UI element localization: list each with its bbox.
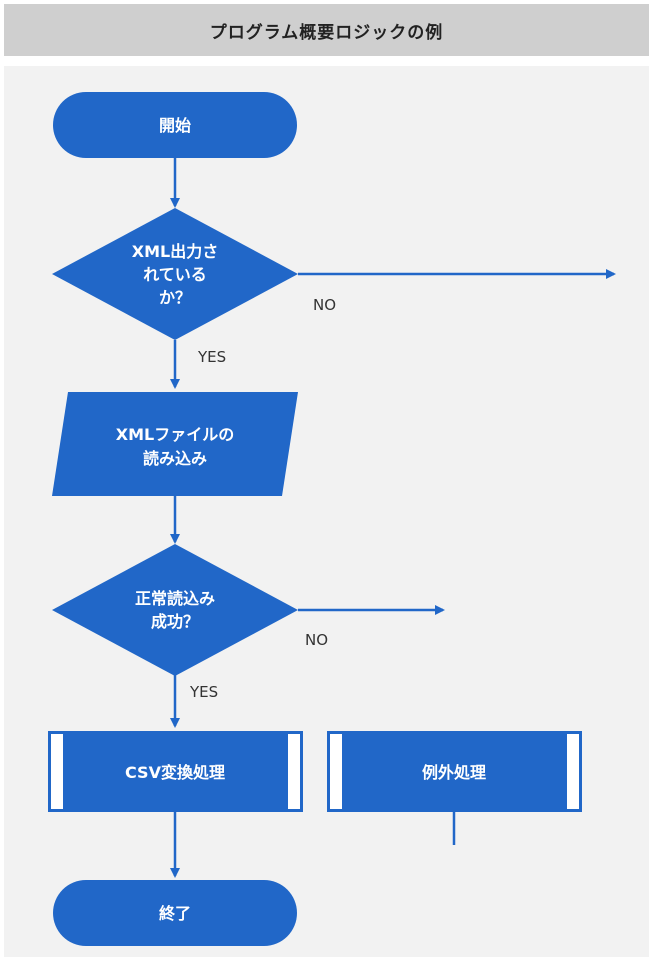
- edge-label-xml-yes: YES: [197, 348, 226, 366]
- edge-label-read-yes: YES: [189, 683, 218, 701]
- title-bar: プログラム概要ロジックの例: [4, 4, 649, 56]
- end-label: 終了: [159, 904, 191, 923]
- decision-read-success: [52, 544, 298, 676]
- exception-right-bar: [567, 734, 579, 809]
- csv-convert-right-bar: [288, 734, 300, 809]
- end-terminator: [53, 880, 297, 946]
- csv-convert-left-bar: [51, 734, 63, 809]
- decision-xml-line-2: れている: [143, 265, 207, 284]
- decision-read-line-2: 成功？: [151, 612, 199, 631]
- read-xml-line-1: XMLファイルの: [116, 425, 234, 444]
- read-xml-data-node: [52, 392, 298, 496]
- diagram-title: プログラム概要ロジックの例: [209, 22, 444, 43]
- decision-xml-line-1: XML出力さ: [132, 242, 218, 261]
- exception-label: 例外処理: [422, 763, 486, 782]
- edge-label-read-no: NO: [305, 631, 328, 649]
- start-terminator: [53, 92, 297, 158]
- edge-label-xml-no: NO: [313, 296, 336, 314]
- read-xml-line-2: 読み込み: [143, 449, 207, 468]
- exception-process: [327, 731, 582, 812]
- decision-read-line-1: 正常読込み: [135, 589, 215, 608]
- csv-convert-label: CSV変換処理: [125, 763, 225, 782]
- exception-left-bar: [330, 734, 342, 809]
- csv-convert-process: [48, 731, 303, 812]
- start-label: 開始: [159, 116, 191, 135]
- decision-xml-line-3: か？: [159, 288, 191, 307]
- decision-xml-output: [52, 208, 298, 340]
